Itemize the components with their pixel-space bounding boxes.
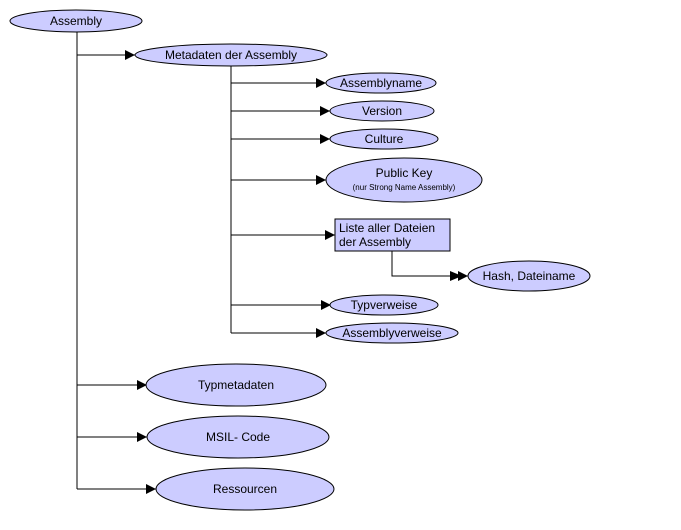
node-typmetadaten[interactable]: Typmetadaten bbox=[145, 363, 327, 407]
node-culture[interactable]: Culture bbox=[329, 128, 439, 150]
node-msil-code-label: MSIL- Code bbox=[206, 430, 270, 444]
connectors bbox=[76, 32, 468, 494]
node-typverweise-label: Typverweise bbox=[351, 298, 418, 312]
node-metadata-label: Metadaten der Assembly bbox=[165, 48, 297, 62]
node-hash[interactable]: Hash, Dateiname bbox=[467, 260, 591, 292]
node-file-list[interactable]: Liste aller Dateien der Assembly bbox=[334, 218, 451, 252]
node-public-key[interactable]: Public Key (nur Strong Name Assembly) bbox=[325, 157, 483, 203]
node-assembly[interactable]: Assembly bbox=[9, 9, 143, 33]
node-public-key-label: Public Key bbox=[376, 166, 433, 180]
node-version-label: Version bbox=[362, 104, 402, 118]
node-ressourcen-label: Ressourcen bbox=[213, 482, 277, 496]
node-ressourcen[interactable]: Ressourcen bbox=[155, 467, 335, 511]
node-file-list-line2: der Assembly bbox=[339, 235, 411, 249]
node-metadata[interactable]: Metadaten der Assembly bbox=[134, 43, 328, 67]
node-culture-label: Culture bbox=[365, 132, 404, 146]
node-file-list-line1: Liste aller Dateien bbox=[339, 221, 435, 235]
edge-filelist-to-hash bbox=[391, 251, 468, 281]
node-hash-label: Hash, Dateiname bbox=[483, 269, 576, 283]
node-typverweise[interactable]: Typverweise bbox=[329, 294, 439, 316]
node-assemblyname[interactable]: Assemblyname bbox=[325, 72, 437, 94]
node-public-key-note: (nur Strong Name Assembly) bbox=[353, 183, 456, 192]
node-version[interactable]: Version bbox=[329, 100, 435, 122]
hash-double-arrowhead bbox=[450, 271, 462, 281]
node-assembly-label: Assembly bbox=[50, 14, 102, 28]
node-assemblyverweise-label: Assemblyverweise bbox=[342, 326, 442, 340]
node-msil-code[interactable]: MSIL- Code bbox=[146, 415, 330, 459]
node-assemblyname-label: Assemblyname bbox=[340, 76, 422, 90]
node-typmetadaten-label: Typmetadaten bbox=[198, 378, 274, 392]
node-assemblyverweise[interactable]: Assemblyverweise bbox=[325, 322, 459, 344]
